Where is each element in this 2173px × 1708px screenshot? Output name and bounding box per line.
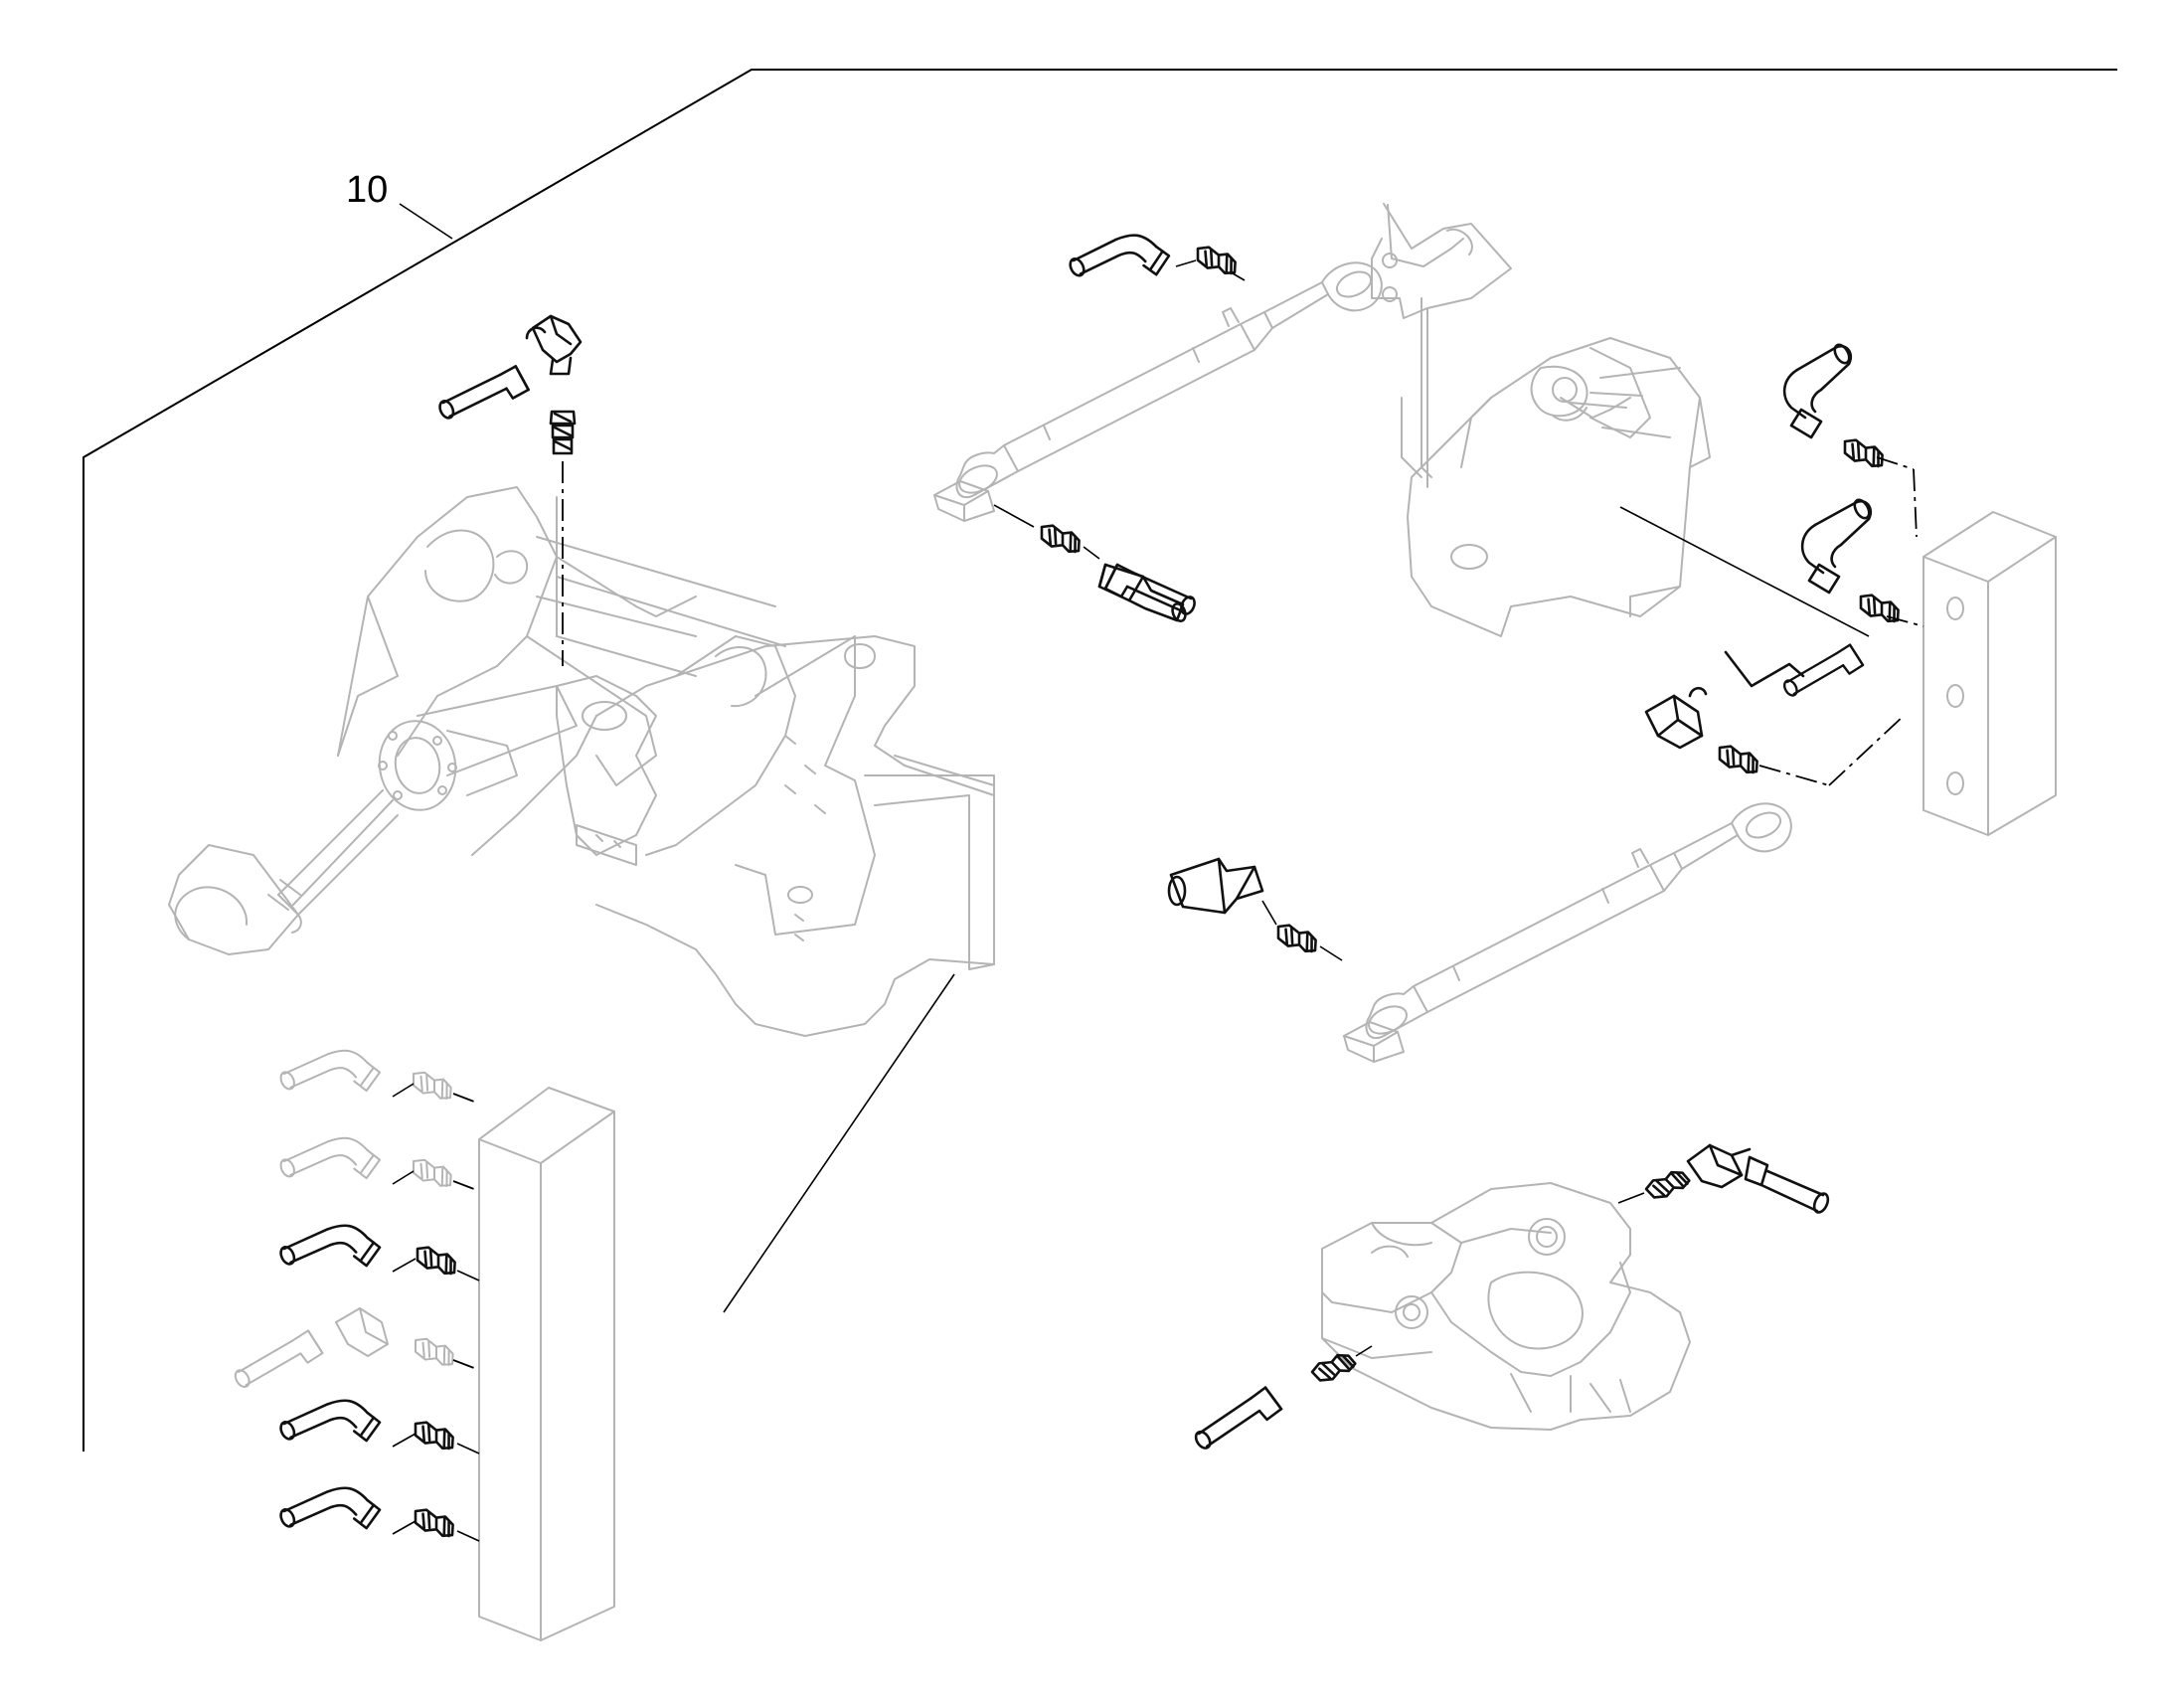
left-manifold-fittings <box>228 1048 461 1542</box>
callout-number: 10 <box>346 169 389 211</box>
lower-cylinder-fittings <box>1167 857 1322 957</box>
bracket-assembly <box>1371 203 1711 637</box>
swivel-housing <box>1321 1182 1691 1431</box>
swivel-housing-fittings <box>1185 1143 1830 1453</box>
upper-hydraulic-cylinder <box>933 261 1383 522</box>
leader-front-frame <box>723 973 955 1313</box>
leader-bracket <box>1619 506 1870 637</box>
frame-top-fittings <box>434 314 583 455</box>
upper-cylinder-fittings <box>1035 231 1242 623</box>
front-frame-assembly <box>168 486 995 1037</box>
callout-leader <box>399 203 453 240</box>
lower-hydraulic-cylinder <box>1343 802 1792 1063</box>
outline-frame <box>83 69 2117 1452</box>
left-manifold-block <box>478 1087 615 1641</box>
right-manifold-block <box>1922 511 2057 836</box>
right-manifold-fittings <box>1644 343 1905 778</box>
left-manifold-connection-lines <box>392 1083 480 1542</box>
